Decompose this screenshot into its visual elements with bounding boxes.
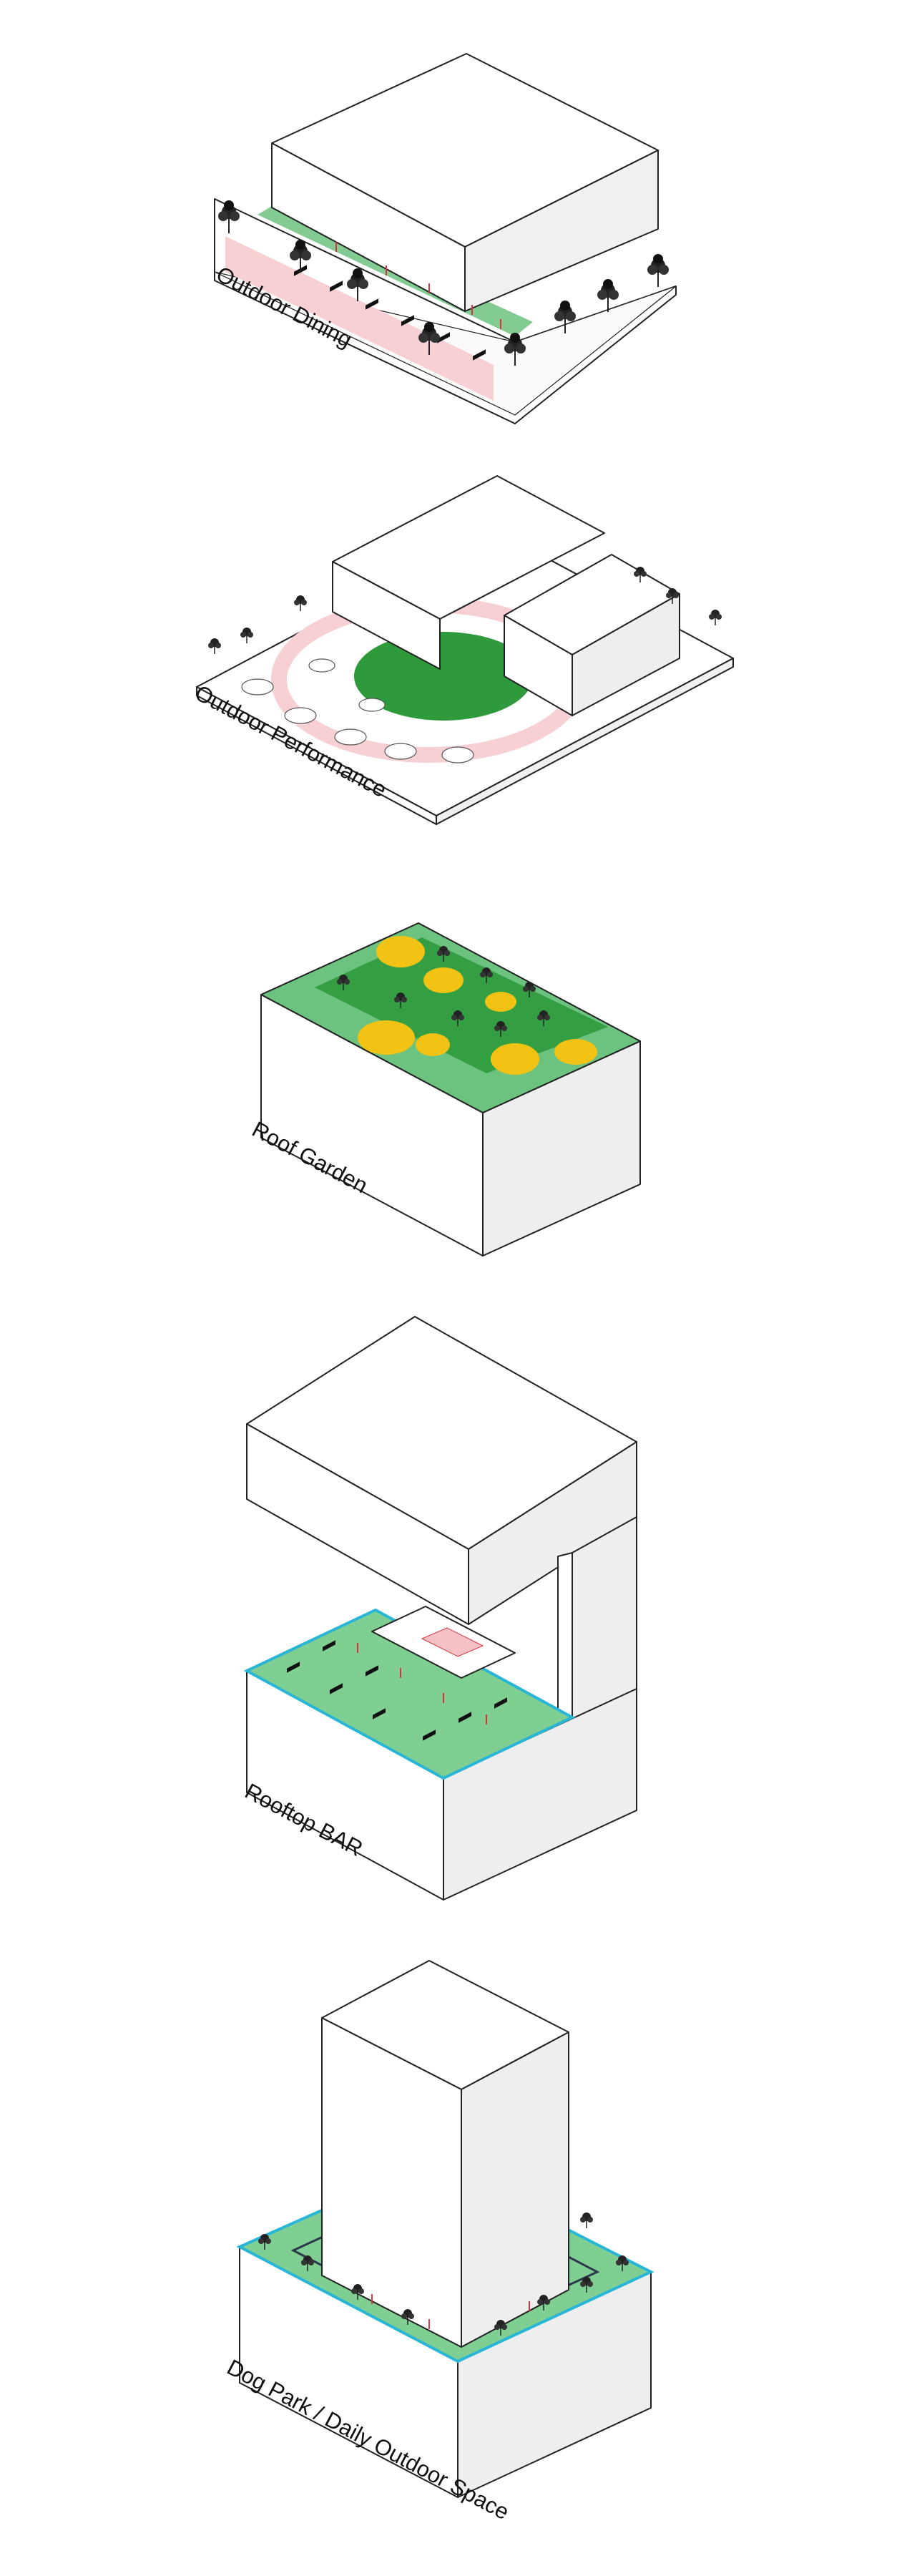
core-front xyxy=(557,1552,573,1729)
ground-side xyxy=(436,658,734,825)
dog-park-diagram: Dog Park / Daily Outdoor Space xyxy=(223,1960,654,2524)
roof-garden-diagram: Roof Garden xyxy=(248,922,641,1257)
roof-dark-green xyxy=(315,937,608,1073)
outdoor-performance-diagram: Outdoor Performance xyxy=(191,475,734,825)
yellow-lawns xyxy=(358,936,597,1075)
roof-deck xyxy=(243,1608,576,1780)
rooftop-bar-diagram: Rooftop BAR xyxy=(241,1316,637,1901)
tower-right xyxy=(461,2031,569,2348)
building-b-left xyxy=(504,615,573,716)
pink-path xyxy=(225,236,494,401)
outdoor-dining-diagram: Outdoor Dining xyxy=(212,53,677,424)
building-right xyxy=(464,150,659,312)
seating-circles xyxy=(241,658,474,763)
green-stage xyxy=(354,632,533,721)
building-a-left xyxy=(332,561,441,670)
bar-top xyxy=(421,1627,484,1657)
